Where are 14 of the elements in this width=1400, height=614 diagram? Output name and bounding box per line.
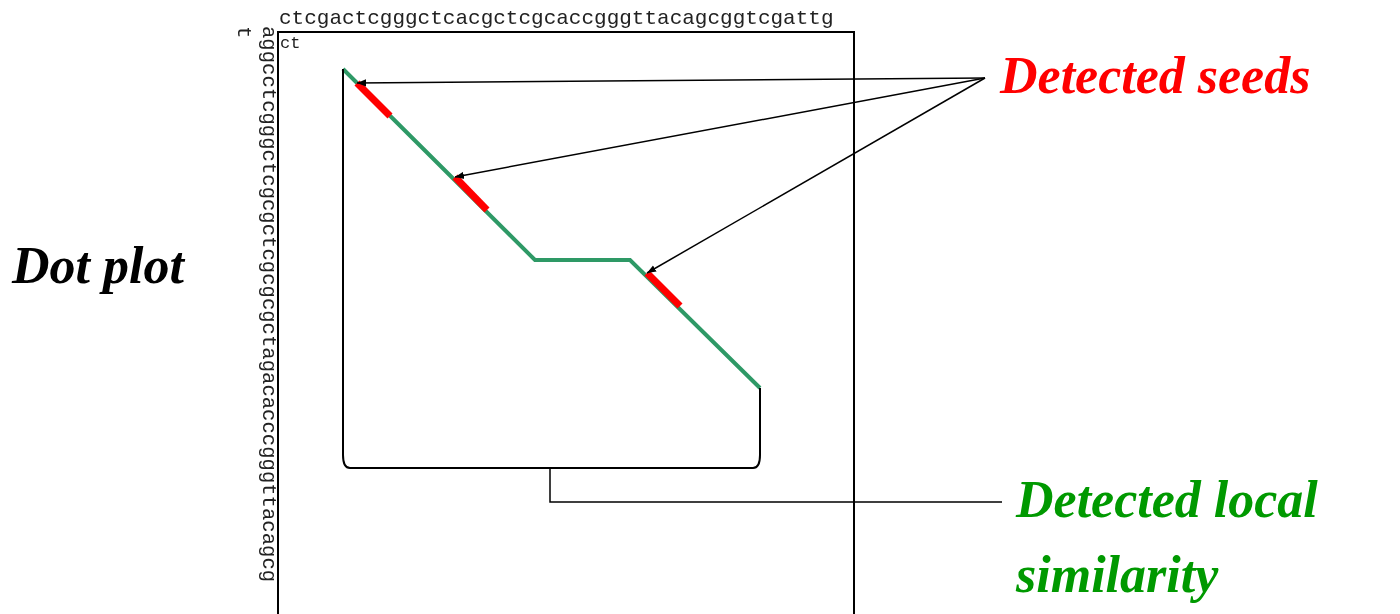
callout-label: Detected local similarity — [1016, 462, 1396, 613]
sequence-label: ctcgactcgggctcacgctcgcaccgggttacagcggtcgattg — [279, 8, 834, 29]
seed-segment — [644, 270, 683, 309]
arrow — [454, 77, 986, 179]
callout-label: Detected seeds — [1000, 40, 1311, 113]
seed-segment — [354, 80, 393, 119]
title-label: Dot plot — [12, 236, 184, 296]
arrow — [356, 77, 986, 87]
sequence-label: t — [232, 26, 253, 39]
leader-line — [549, 468, 1003, 503]
sequence-label: aggcctcgggctcgcgctcgcgcgctagacacccgggttacagcg — [257, 26, 278, 583]
arrow — [646, 77, 986, 274]
seed-segment — [452, 174, 490, 213]
sequence-label: ct — [280, 35, 301, 52]
